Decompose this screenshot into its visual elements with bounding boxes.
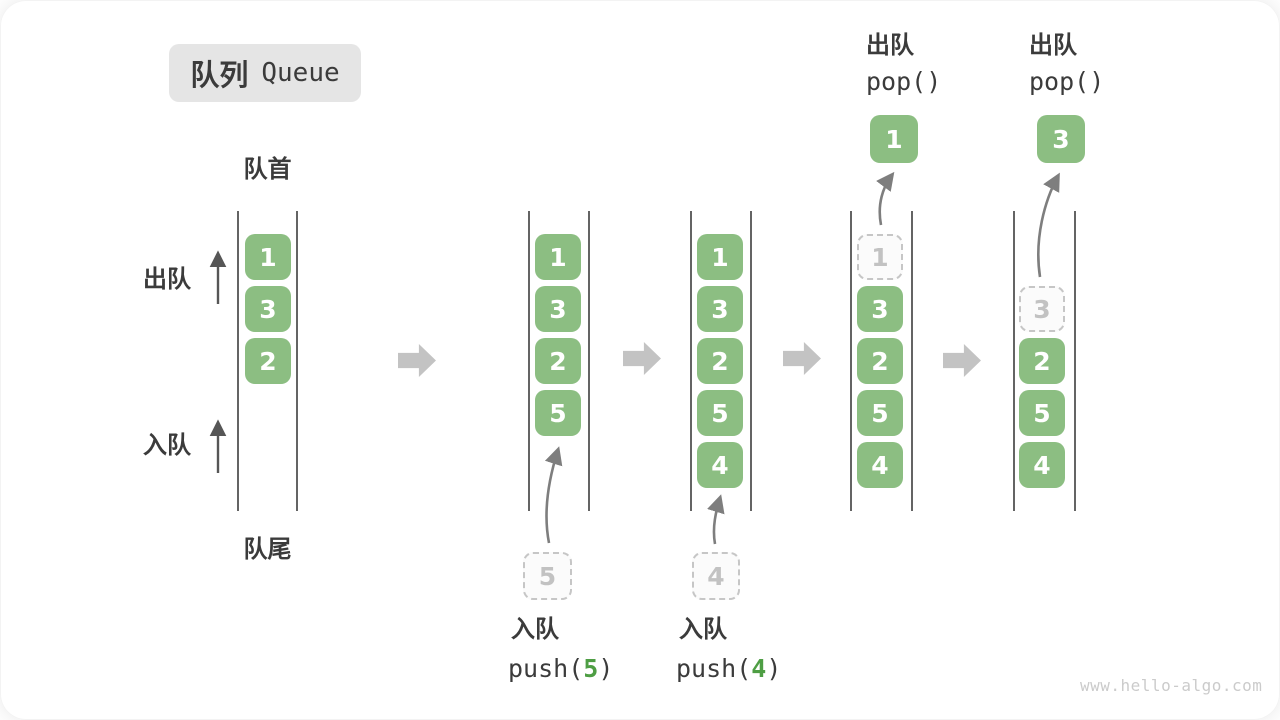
queue5-popped-slot: 3 xyxy=(1019,286,1065,332)
push5-arrow-icon xyxy=(544,446,563,544)
queue-rear-label: 队尾 xyxy=(243,536,292,563)
queue5-right-line xyxy=(1074,211,1076,511)
staged-push-element: 4 xyxy=(692,552,740,600)
queue4-element: 3 xyxy=(857,286,903,332)
push1-code: push(5) xyxy=(508,654,614,683)
queue4-element: 5 xyxy=(857,390,903,436)
queue3-right-line xyxy=(750,211,752,511)
staged-push-element: 5 xyxy=(523,552,572,600)
queue1-left-line xyxy=(237,211,239,511)
popped-element: 1 xyxy=(870,115,918,163)
right-block-arrow-icon xyxy=(623,342,661,375)
queue5-element: 5 xyxy=(1019,390,1065,436)
queue3-element: 1 xyxy=(697,234,743,280)
dequeue-side-label: 出队 xyxy=(143,266,191,293)
queue3-element: 2 xyxy=(697,338,743,384)
queue3-element: 4 xyxy=(697,442,743,488)
pop1-label: 出队 xyxy=(866,32,914,59)
queue1-element: 1 xyxy=(245,234,291,280)
queue2-element: 3 xyxy=(535,286,581,332)
queue2-left-line xyxy=(528,211,530,511)
queue1-element: 2 xyxy=(245,338,291,384)
queue3-left-line xyxy=(690,211,692,511)
push1-label: 入队 xyxy=(511,616,559,643)
queue-front-label: 队首 xyxy=(243,156,292,183)
queue3-element: 3 xyxy=(697,286,743,332)
queue4-element: 2 xyxy=(857,338,903,384)
queue5-element: 2 xyxy=(1019,338,1065,384)
title-box: 队列 Queue xyxy=(169,44,361,102)
queue4-right-line xyxy=(911,211,913,511)
right-block-arrow-icon xyxy=(398,344,436,377)
push1-arg: 5 xyxy=(583,654,599,683)
pop1-arrow-icon xyxy=(876,171,895,226)
push2-arg: 4 xyxy=(751,654,767,683)
title-en: Queue xyxy=(261,58,340,88)
queue2-element: 2 xyxy=(535,338,581,384)
push2-label: 入队 xyxy=(679,616,727,643)
pop2-code: pop() xyxy=(1029,67,1105,96)
pop2-label: 出队 xyxy=(1029,32,1077,59)
queue2-element: 1 xyxy=(535,234,581,280)
watermark: www.hello-algo.com xyxy=(1080,676,1263,695)
pop3-arrow-icon xyxy=(1037,172,1060,278)
push4-arrow-icon xyxy=(707,494,725,545)
queue4-popped-slot: 1 xyxy=(857,234,903,280)
right-block-arrow-icon xyxy=(943,344,981,377)
right-block-arrow-icon xyxy=(783,342,821,375)
popped-element: 3 xyxy=(1037,115,1085,163)
push2-code: push(4) xyxy=(676,654,782,683)
queue3-element: 5 xyxy=(697,390,743,436)
queue5-element: 4 xyxy=(1019,442,1065,488)
queue2-right-line xyxy=(588,211,590,511)
pop1-code: pop() xyxy=(866,67,942,96)
title-zh: 队列 xyxy=(190,60,249,92)
queue2-element: 5 xyxy=(535,390,581,436)
queue5-left-line xyxy=(1013,211,1015,511)
queue4-left-line xyxy=(850,211,852,511)
queue1-element: 3 xyxy=(245,286,291,332)
queue4-element: 4 xyxy=(857,442,903,488)
queue1-right-line xyxy=(296,211,298,511)
enqueue-side-label: 入队 xyxy=(143,432,191,459)
